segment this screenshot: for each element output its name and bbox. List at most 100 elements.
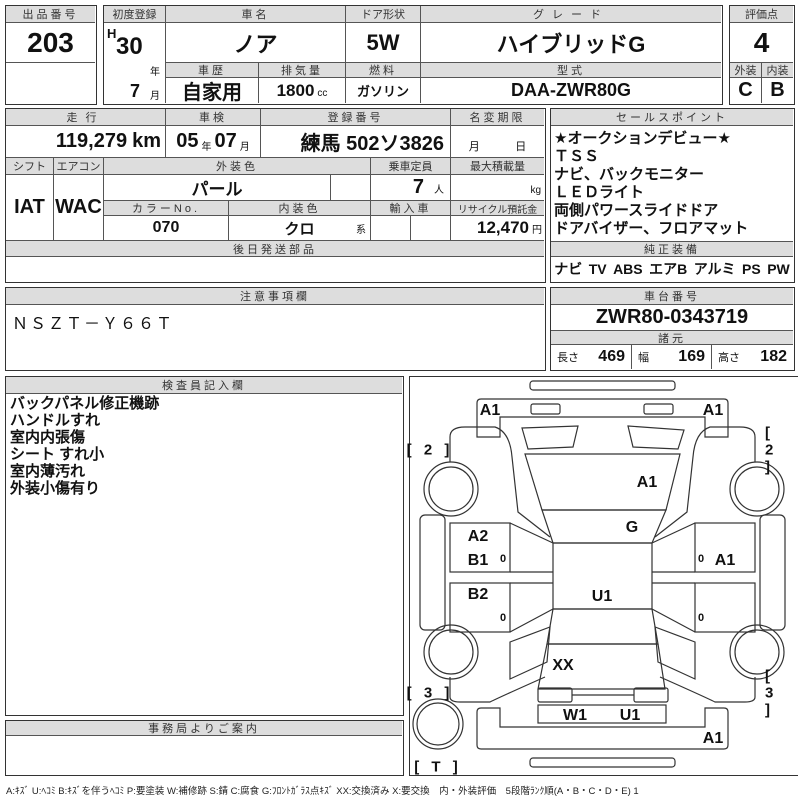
max-load-unit: kg (530, 185, 541, 196)
car-name: ノア (166, 23, 346, 63)
front-door-right (694, 522, 756, 573)
month-unit: 月 (468, 141, 480, 153)
sales-point: ＬＥＤライト (554, 184, 645, 201)
damage-diagram: A1 A1 [ 2 ] [ 2 ] A1 G A2 B1 0 0 A1 B2 0… (406, 376, 798, 776)
remark-line: バックパネル修正機跡 (10, 395, 160, 412)
interior-grade: B (770, 79, 785, 101)
rear-bumper (476, 707, 729, 750)
rear-panel (537, 704, 667, 724)
taillight-left (537, 687, 573, 703)
front-bumper (476, 398, 729, 438)
equipment-item: エアB (649, 261, 688, 277)
inspection-month-unit: 月 (239, 142, 250, 153)
damage-label: XX (552, 657, 574, 674)
damage-label: B2 (467, 586, 489, 603)
capacity-unit: 人 (434, 185, 444, 196)
overall-score: 4 (730, 23, 793, 63)
door-type: 5W (346, 23, 421, 63)
rear-bumper-bar (529, 757, 676, 768)
interior-label: 内装 (762, 63, 793, 78)
mileage-label: 走行 (6, 109, 166, 126)
name-change-cell: 月日 (451, 126, 544, 158)
history: 自家用 (166, 78, 259, 103)
front-fender-left (449, 426, 551, 538)
mileage-unit: km (132, 130, 161, 152)
air-conditioner: WAC (54, 175, 104, 241)
grade-label: グレード (421, 6, 721, 23)
inspector-remarks: バックパネル修正機跡 ハンドルすれ 室内内張傷 シート すれ小 室内薄汚れ 外装… (6, 395, 163, 497)
inspection-label: 車検 (166, 109, 261, 126)
import-cell-1 (371, 216, 411, 241)
recycle-unit: 円 (532, 225, 542, 236)
ext-color-extra (331, 175, 371, 201)
int-color: クロ (284, 220, 315, 238)
reg-month: 7 (130, 81, 141, 101)
front-bumper-bar (529, 380, 676, 391)
left-joins (509, 522, 554, 633)
damage-label: A1 (479, 402, 501, 419)
notes-label: 注意事項欄 (6, 288, 544, 305)
int-color-cell: クロ系 (229, 216, 371, 241)
color-no: 070 (104, 216, 229, 241)
wheels (412, 461, 785, 750)
model-code: DAA-ZWR80G (511, 80, 631, 100)
damage-label: A1 (702, 402, 724, 419)
door-label: ドア形状 (346, 6, 421, 23)
remark-line: ハンドルすれ (10, 412, 101, 429)
sales-point: ナビ、バックモニター (554, 166, 705, 183)
front-door-left (449, 522, 511, 573)
rear-quarter-right (654, 626, 756, 703)
chassis-label: 車台番号 (551, 288, 793, 305)
remark-line: 外装小傷有り (10, 480, 101, 497)
rear-door-right (694, 582, 756, 633)
sales-point: ★オークションデビュー★ (554, 130, 731, 147)
taillight-right (633, 687, 669, 703)
recycle-fee: 12,470 (477, 218, 529, 237)
import-cell-2 (411, 216, 451, 241)
side-step-left (419, 514, 446, 631)
ac-label: エアコン (54, 158, 104, 175)
length-label: 長さ (557, 352, 579, 364)
reg-year: 30 (116, 33, 143, 60)
length-cell: 長さ 469 (551, 345, 632, 369)
inspection-month: 07 (214, 130, 237, 152)
history-label: 車歴 (166, 63, 259, 78)
door-mark: 0 (697, 612, 705, 624)
tire-tread-label: [ 2 ] (406, 441, 454, 459)
tire-tread-label: [ 3 ] (406, 684, 454, 702)
era: H (107, 26, 117, 41)
displacement-unit: cc (317, 88, 328, 99)
damage-label: A1 (702, 730, 724, 747)
spare-tire-label: [ T ] (414, 758, 462, 776)
month-unit: 月 (150, 91, 160, 102)
inspector-label: 検査員記入欄 (6, 377, 402, 394)
tire-tread-label: [ 3 ] (765, 667, 778, 719)
inspection-year-unit: 年 (201, 142, 212, 153)
door-mark: 0 (499, 612, 507, 624)
width-label: 幅 (638, 352, 649, 364)
displacement-label: 排気量 (259, 63, 346, 78)
office-label: 事務局よりご案内 (6, 721, 402, 736)
damage-label: B1 (467, 552, 489, 569)
grade: ハイブリッドG (421, 23, 721, 63)
ext-color-label: 外装色 (104, 158, 371, 175)
front-fender-right (654, 426, 756, 538)
length: 469 (598, 348, 625, 365)
equipment-item: ABS (613, 261, 643, 277)
chassis-number: ZWR80-0343719 (551, 305, 793, 331)
headlight-right (643, 403, 674, 415)
model-label: 型式 (421, 63, 721, 78)
name-change-label: 名変期限 (451, 109, 544, 126)
equipment-item: TV (588, 261, 607, 277)
rear-window (546, 608, 659, 645)
right-joins (651, 522, 696, 633)
max-load-cell: kg (451, 175, 544, 201)
tire-tread-label: [ 2 ] (765, 424, 778, 476)
fuel-label: 燃料 (346, 63, 421, 78)
plate-label: 登録番号 (261, 109, 451, 126)
